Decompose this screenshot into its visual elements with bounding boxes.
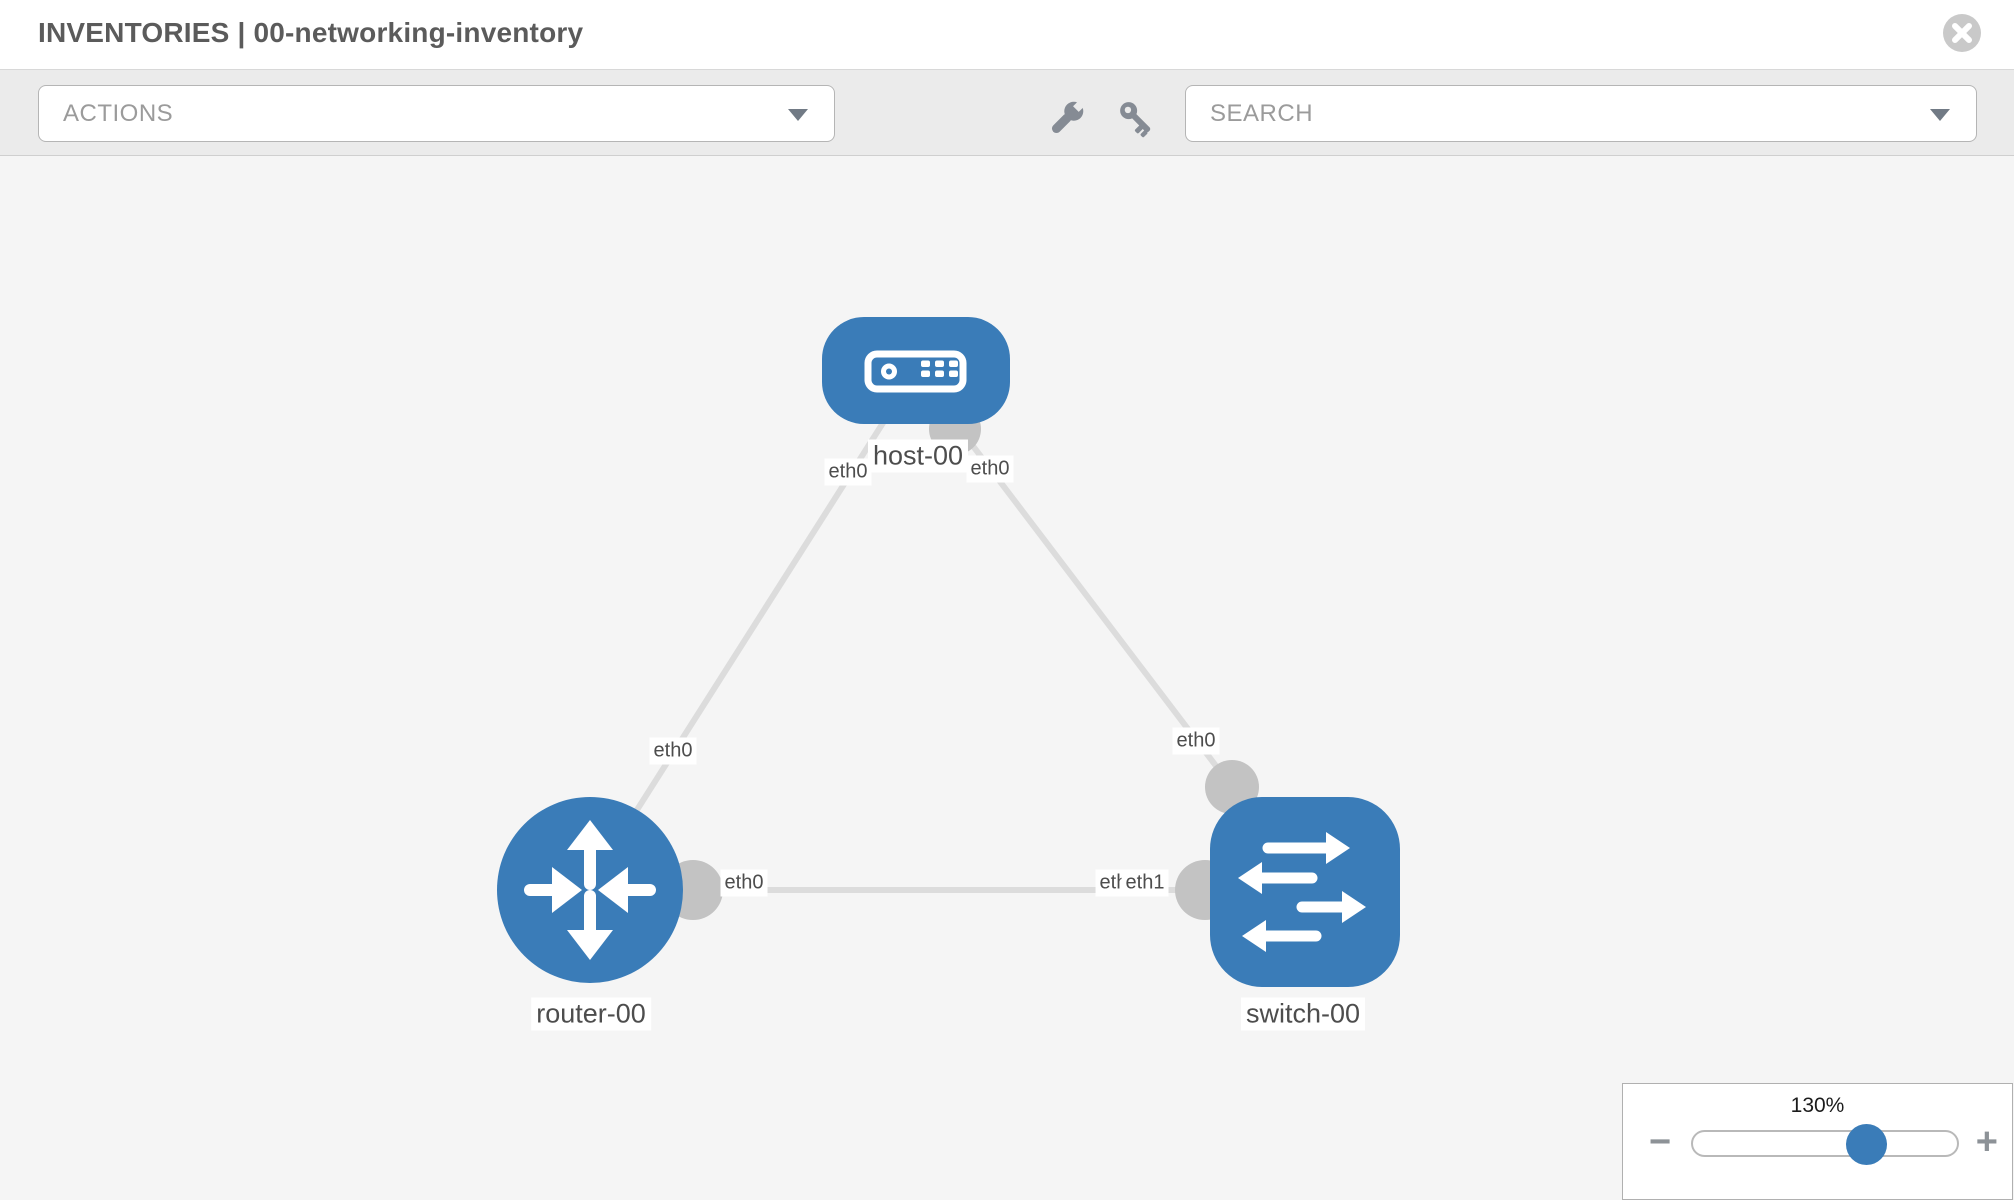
link-host-router xyxy=(592,369,919,878)
zoom-out-button[interactable]: − xyxy=(1649,1122,1671,1162)
chevron-down-icon xyxy=(788,108,808,121)
key-button[interactable] xyxy=(1113,97,1157,141)
node-label-router-00: router-00 xyxy=(531,997,651,1031)
minus-icon: − xyxy=(1649,1121,1672,1163)
node-switch-00[interactable] xyxy=(1210,797,1400,987)
toolbar: ACTIONS xyxy=(0,70,2014,156)
key-icon xyxy=(1120,102,1151,138)
interface-label-host-left: eth0 xyxy=(824,458,872,486)
interface-label-router-port: eth0 xyxy=(720,869,768,897)
node-label-host-00: host-00 xyxy=(867,439,969,473)
zoom-level: 130% xyxy=(1790,1094,1845,1117)
chevron-down-icon xyxy=(1930,108,1950,121)
node-host-00[interactable] xyxy=(822,317,1010,424)
interface-label-switch-front: eth1 xyxy=(1121,869,1169,897)
zoom-panel: 130% − + xyxy=(1622,1083,2013,1200)
search-dropdown-label: SEARCH xyxy=(1210,99,1314,127)
actions-dropdown[interactable]: ACTIONS xyxy=(38,85,835,142)
zoom-in-button[interactable]: + xyxy=(1976,1122,1998,1162)
interface-label-host-switch: eth0 xyxy=(1172,727,1220,755)
wrench-button[interactable] xyxy=(1044,97,1088,141)
node-label-switch-00: switch-00 xyxy=(1240,997,1366,1031)
wrench-icon xyxy=(1051,97,1088,134)
close-icon xyxy=(1943,14,1981,52)
close-button[interactable] xyxy=(1943,14,1981,52)
actions-dropdown-label: ACTIONS xyxy=(63,99,174,127)
switch-icon xyxy=(1238,832,1366,952)
host-icon xyxy=(864,350,967,393)
router-icon xyxy=(524,820,656,960)
node-router-00[interactable] xyxy=(497,797,683,983)
zoom-slider-thumb[interactable] xyxy=(1846,1124,1887,1165)
search-dropdown[interactable]: SEARCH xyxy=(1185,85,1977,142)
page-title: INVENTORIES | 00-networking-inventory xyxy=(38,17,584,48)
plus-icon: + xyxy=(1975,1121,1998,1163)
interface-label-host-right: eth0 xyxy=(966,455,1014,483)
topology-canvas[interactable]: eth0 eth0 host-00 eth0 eth0 eth0 eth0 et… xyxy=(0,156,2014,1200)
zoom-slider-track[interactable] xyxy=(1691,1124,1959,1165)
page-header: INVENTORIES | 00-networking-inventory xyxy=(0,0,2014,70)
interface-label-host-router: eth0 xyxy=(649,737,697,765)
